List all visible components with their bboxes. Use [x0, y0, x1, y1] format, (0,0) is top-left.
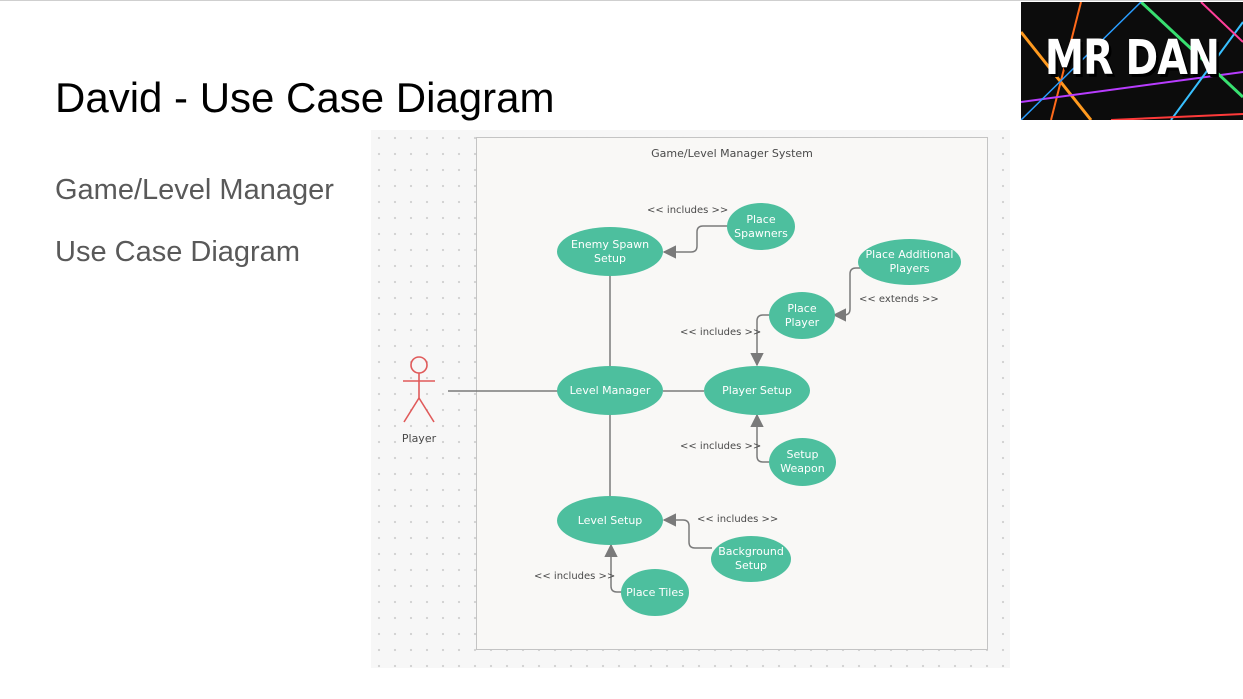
use-case-level-manager[interactable]: Level Manager: [557, 366, 663, 415]
relationship-label-additional-players-extends: << extends >>: [859, 294, 939, 305]
logo-text: MR DAN: [1044, 30, 1220, 86]
include-arrow-place-tiles: [604, 543, 622, 593]
use-case-place-tiles[interactable]: Place Tiles: [621, 569, 689, 616]
logo-laser-background: [1021, 2, 1243, 120]
include-arrow-place-player: [750, 314, 770, 367]
include-arrow-background: [662, 513, 712, 549]
slide-title: David - Use Case Diagram: [55, 74, 555, 121]
relationship-label-spawners-includes: << includes >>: [647, 205, 729, 216]
actor-label-player: Player: [401, 432, 437, 445]
system-boundary-label: Game/Level Manager System: [651, 147, 813, 160]
use-case-place-spawners[interactable]: Place Spawners: [727, 203, 795, 250]
relationship-label-place-tiles-includes: << includes >>: [534, 571, 616, 582]
subtitle-game-level-manager: Game/Level Manager: [55, 174, 334, 206]
use-case-place-additional-players[interactable]: Place Additional Players: [858, 239, 961, 285]
use-case-place-player[interactable]: Place Player: [769, 292, 835, 339]
use-case-background-setup[interactable]: Background Setup: [711, 536, 791, 582]
player-actor-icon: [403, 356, 435, 423]
use-case-player-setup[interactable]: Player Setup: [704, 366, 810, 415]
top-divider: [0, 0, 1243, 1]
relationship-label-setup-weapon-includes: << includes >>: [680, 441, 762, 452]
use-case-enemy-spawn-setup[interactable]: Enemy Spawn Setup: [557, 227, 663, 276]
extend-arrow-additional-players: [832, 267, 860, 322]
subtitle-use-case-diagram: Use Case Diagram: [55, 236, 300, 268]
include-arrow-place-spawners: [662, 225, 728, 259]
mr-dan-logo: MR DAN: [1021, 2, 1243, 120]
relationship-label-place-player-includes: << includes >>: [680, 327, 762, 338]
include-arrow-setup-weapon: [750, 413, 770, 463]
relationship-label-background-includes: << includes >>: [697, 514, 779, 525]
use-case-setup-weapon[interactable]: Setup Weapon: [769, 438, 836, 486]
use-case-level-setup[interactable]: Level Setup: [557, 496, 663, 545]
